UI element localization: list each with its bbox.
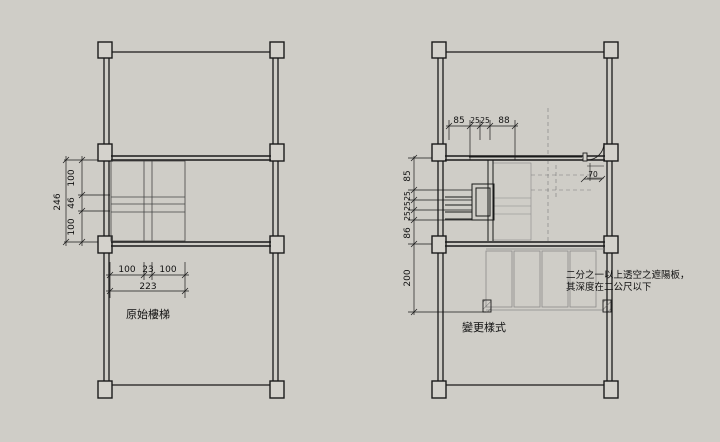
left-columns: [97, 41, 285, 399]
right-topdim-mid-a: 25: [470, 116, 480, 125]
left-hdim-left: 100: [118, 265, 135, 275]
right-walls: [437, 45, 613, 392]
right-vdim-top: 85: [403, 170, 413, 181]
right-modified-stair: [445, 156, 582, 241]
left-beams: [111, 155, 271, 247]
left-vdim-top: 100: [67, 169, 77, 186]
right-top-dim-lines: [445, 120, 519, 160]
right-topdim-left: 85: [453, 116, 464, 126]
left-vdim-middle: 46: [67, 197, 77, 209]
right-note-line1: 二分之一以上透空之遮陽板，: [566, 269, 690, 281]
right-note-line2: 其深度在二公尺以下: [566, 281, 652, 293]
right-vdim-bottom: 200: [403, 269, 413, 286]
right-topdim-mid-b: 25: [480, 116, 490, 125]
right-plan: [408, 41, 619, 399]
left-horizontal-dim-lines: [106, 262, 189, 298]
right-sunshade-panels: [485, 248, 604, 311]
right-door-dim-lines: [580, 175, 606, 183]
left-vertical-dim-lines: [62, 156, 110, 246]
right-vdim-stack-a: 25: [403, 191, 412, 201]
left-original-stair: [110, 160, 186, 242]
right-vdim-stack-b: 25: [403, 201, 412, 211]
right-columns: [431, 41, 619, 399]
right-beams: [445, 155, 605, 247]
left-vdim-total: 246: [53, 193, 63, 210]
left-walls: [103, 45, 279, 392]
right-topdim-right: 88: [498, 116, 510, 126]
right-vdim-middle: 86: [403, 227, 413, 239]
right-plan-text: 85 25 25 88 85 25 25 25 86 200 70 二分之一以上…: [403, 116, 690, 334]
right-vertical-dim-lines: [408, 154, 486, 316]
left-hdim-middle: 23: [142, 265, 153, 275]
right-hatched-posts: [482, 299, 612, 313]
right-vdim-stack-c: 25: [403, 211, 412, 221]
right-plan-caption: 變更樣式: [462, 320, 506, 334]
left-plan-caption: 原始樓梯: [126, 307, 170, 321]
left-plan-text: 100 46 100 246 100 23 100 223 原始樓梯: [53, 169, 177, 321]
left-plan: [62, 41, 285, 399]
right-door-dim: 70: [588, 170, 598, 179]
right-door: [582, 142, 605, 181]
right-guide-lines: [531, 108, 592, 242]
left-vdim-bottom: 100: [67, 218, 77, 235]
right-existing-stair-outline: [492, 162, 532, 241]
left-hdim-right: 100: [159, 265, 176, 275]
left-hdim-total: 223: [139, 282, 156, 292]
